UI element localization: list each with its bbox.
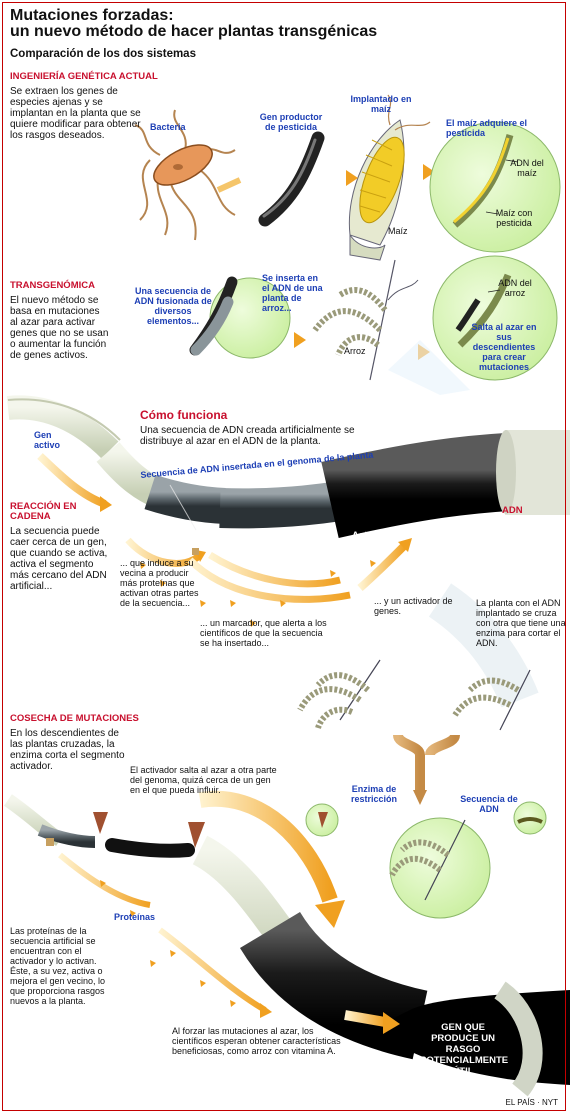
gen-util-label: GEN QUE PRODUCE UN RASGO POTENCIALMENTE …	[420, 1022, 509, 1077]
cosecha-heading: COSECHA DE MUTACIONES	[10, 713, 139, 724]
label-bacteria: Bacteria	[150, 122, 186, 132]
rice-plant-icon	[297, 659, 531, 731]
proteinas-text: Las proteínas de la secuencia artificial…	[10, 926, 106, 1006]
reaccion-step2: ... un marcador, que alerta a los cientí…	[200, 618, 327, 648]
label-secuencia-adn: Secuencia de ADN	[460, 794, 518, 814]
como-funciona-title: Cómo funciona	[140, 408, 228, 422]
label-adn-maiz: ADN del maíz	[510, 158, 544, 178]
bacteria-icon	[134, 109, 236, 241]
label-maiz-adquiere: El maíz adquiere el pesticida	[446, 118, 528, 138]
label-inserta-arroz: Se inserta en el ADN de una planta de ar…	[262, 273, 323, 313]
label-enzima: Enzima de restricción	[350, 784, 398, 804]
activador-salta-text: El activador salta al azar a otra parte …	[130, 765, 277, 795]
label-salta-azar: Salta al azar en sus descendientes para …	[471, 322, 537, 372]
credit: EL PAÍS · NYT	[505, 1098, 558, 1107]
transgenomica-text: El nuevo método se basa en mutaciones al…	[10, 295, 109, 361]
label-implantado: Implantado en maíz	[350, 94, 412, 114]
ingenieria-heading: INGENIERÍA GENÉTICA ACTUAL	[10, 71, 158, 82]
label-gen-activo: Gen activo	[34, 430, 61, 450]
ingenieria-text: Se extraen los genes de especies ajenas …	[10, 86, 141, 141]
cosecha-text: En los descendientes de las plantas cruz…	[10, 728, 125, 772]
label-arroz: Arroz	[344, 346, 366, 356]
page-subtitle: Comparación de los dos sistemas	[10, 48, 196, 60]
gene-rod-icon	[258, 131, 325, 227]
page-title-line1: Mutaciones forzadas:	[10, 7, 174, 24]
corn-cob-icon	[348, 94, 431, 261]
label-proteinas: Proteínas	[114, 912, 156, 922]
reaccion-step1: ... que induce a su vecina a producir má…	[120, 558, 199, 608]
label-secuencia-fusionada: Una secuencia de ADN fusionada de divers…	[134, 286, 212, 326]
label-adn-arroz: ADN del arroz	[498, 278, 532, 298]
reaccion-step3: ... y un activador de genes.	[374, 596, 453, 616]
final-text: Al forzar las mutaciones al azar, los ci…	[172, 1026, 341, 1056]
cross-arrow-icon	[393, 733, 460, 805]
reaccion-text: La secuencia puede caer cerca de un gen,…	[10, 526, 108, 592]
label-maiz-pesticida: Maíz con pesticida	[495, 208, 533, 228]
transgenomica-heading: TRANSGENÓMICA	[10, 280, 95, 291]
como-funciona-text: Una secuencia de ADN creada artificialme…	[140, 425, 355, 447]
page-title-line2: un nuevo método de hacer plantas transgé…	[10, 23, 378, 40]
label-adn: ADN	[502, 505, 523, 516]
reaccion-cruce: La planta con el ADN implantado se cruza…	[476, 598, 566, 648]
label-maiz: Maíz	[388, 226, 408, 236]
label-marcador: Marcador	[256, 530, 299, 541]
reaccion-heading: REACCIÓN EN CADENA	[10, 501, 77, 522]
label-gen-productor: Gen productor de pesticida	[259, 112, 323, 132]
scissors-enzyme-icon	[93, 812, 205, 848]
rice-plant-icon	[312, 259, 419, 381]
label-activador-genes: Activador de genes	[352, 530, 440, 541]
